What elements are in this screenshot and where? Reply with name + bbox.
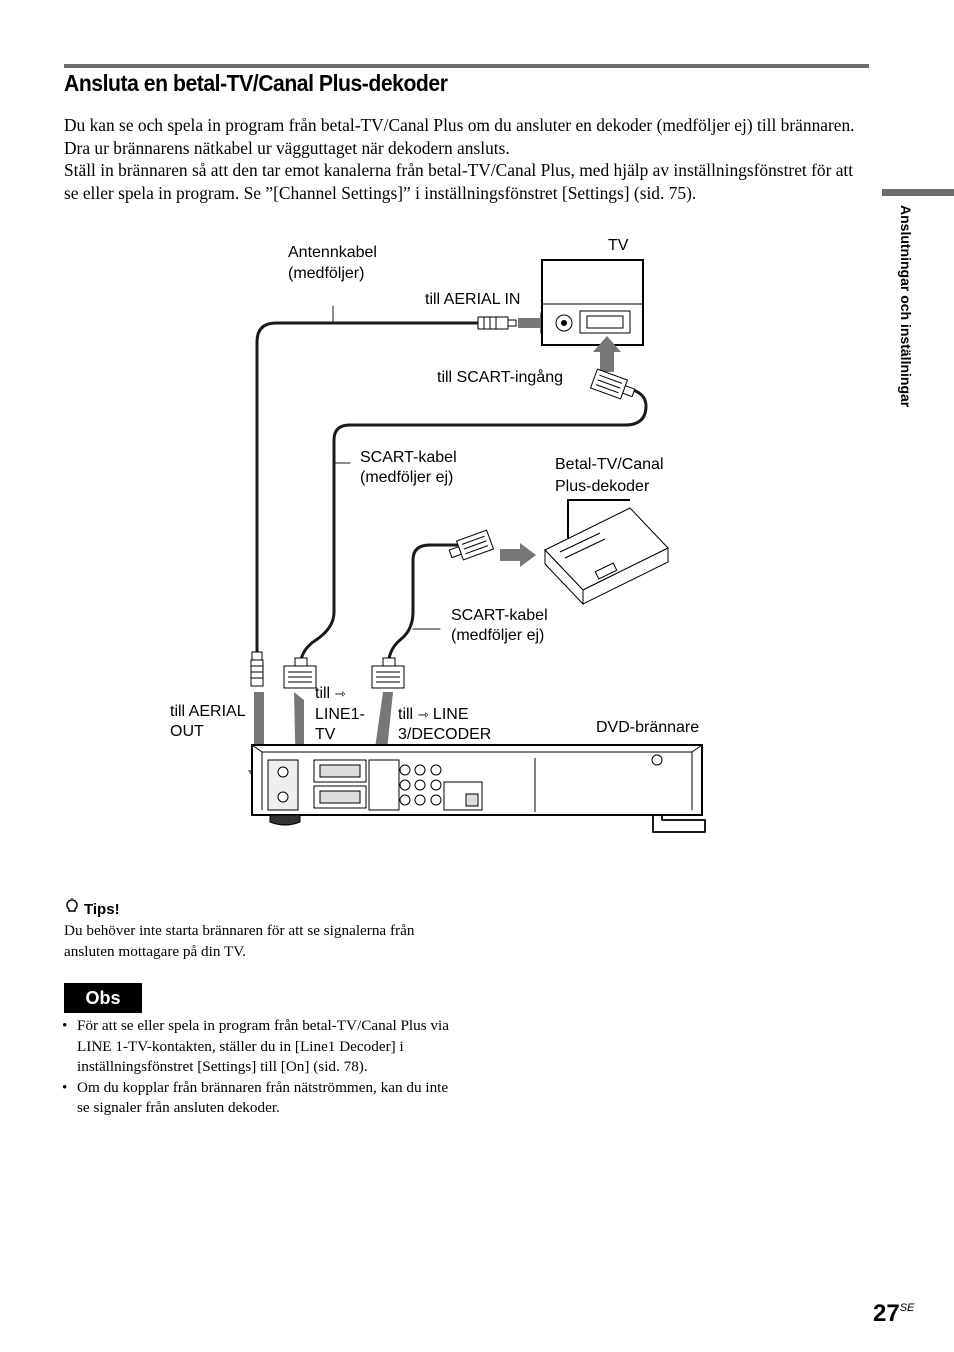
scart-cable-1-label: SCART-kabel <box>360 449 457 466</box>
scart-plug-line1 <box>283 657 317 689</box>
arrow-scart-input <box>593 336 621 372</box>
obs-item: För att se eller spela in program från b… <box>62 1016 457 1078</box>
intro-text: Du kan se och spela in program från beta… <box>64 114 864 204</box>
line1-label-c: TV <box>315 726 336 743</box>
tips-heading-text: Tips! <box>84 901 120 918</box>
decoder-sub: Plus-dekoder <box>555 478 650 495</box>
scart-plug-line3 <box>371 657 405 689</box>
page-number: 27SE <box>873 1300 914 1328</box>
decoder-label: Betal-TV/Canal <box>555 456 664 473</box>
scart-cable-2-sub: (medföljer ej) <box>451 627 545 644</box>
side-tab-bar <box>882 189 954 196</box>
scart-plug-tv <box>589 368 636 400</box>
tv-box <box>541 259 644 346</box>
arrow-aerial-out <box>248 692 270 790</box>
antenna-plug-tv <box>477 316 517 330</box>
scart-input-label: till SCART-ingång <box>437 369 563 386</box>
scart-cable-tv <box>298 386 648 670</box>
tips-text: Du behöver inte starta brännaren för att… <box>64 922 415 960</box>
line3-label-b: LINE <box>432 706 469 723</box>
scart-input-icon: ⇾ <box>334 686 346 701</box>
tips-heading: Tips! <box>64 898 120 918</box>
scart-cable-decoder <box>386 543 462 670</box>
tv-label: TV <box>608 237 629 254</box>
decoder-box <box>544 499 669 606</box>
line1-label-a-text: till <box>315 685 331 702</box>
line1-label-b: LINE1- <box>315 706 365 723</box>
side-tab-label: Anslutningar och inställningar <box>898 205 914 408</box>
obs-badge: Obs <box>64 983 142 1013</box>
antenna-cable <box>255 321 482 658</box>
aerial-out-label: till AERIAL <box>170 703 246 720</box>
antenna-cable-label: Antennkabel <box>288 244 377 261</box>
scart-input-icon: ⇾ <box>417 707 429 722</box>
dvd-recorder <box>251 744 703 826</box>
dvd-recorder-label: DVD-brännare <box>596 719 700 736</box>
scart-cable-2-label: SCART-kabel <box>451 607 548 624</box>
antenna-cable-sub: (medföljer) <box>288 265 365 282</box>
intro-paragraph-1: Du kan se och spela in program från beta… <box>64 115 855 158</box>
page-number-suffix: SE <box>899 1302 915 1314</box>
line3-label-a-text: till <box>398 706 414 723</box>
aerial-in-label: till AERIAL IN <box>425 291 521 308</box>
arrow-decoder <box>500 543 536 567</box>
aerial-out-sub: OUT <box>170 723 204 740</box>
page-number-value: 27 <box>873 1300 900 1327</box>
page-title: Ansluta en betal-TV/Canal Plus-dekoder <box>64 70 448 96</box>
obs-item: Om du kopplar från brännaren från nätstr… <box>62 1078 457 1119</box>
line3-label-c: 3/DECODER <box>398 726 492 743</box>
obs-list: För att se eller spela in program från b… <box>62 1016 457 1119</box>
antenna-plug-recorder <box>250 651 264 687</box>
scart-cable-1-sub: (medföljer ej) <box>360 469 454 486</box>
intro-paragraph-2: Ställ in brännaren så att den tar emot k… <box>64 160 854 203</box>
header-rule <box>64 64 869 68</box>
line3-label-a: till ⇾ LINE <box>398 705 469 725</box>
lightbulb-icon <box>64 898 84 918</box>
line1-label-a: till ⇾ <box>315 684 345 704</box>
scart-plug-decoder <box>448 529 495 561</box>
